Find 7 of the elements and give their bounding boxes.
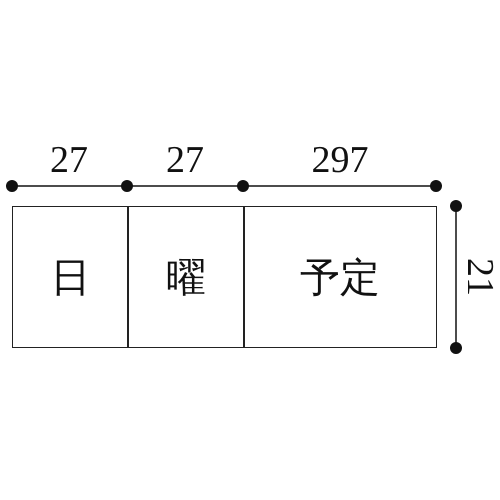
dimension-label: 21 xyxy=(461,258,499,296)
table-cell: 曜 xyxy=(127,206,245,348)
dimension-label: 27 xyxy=(166,141,204,179)
table-cell: 日 xyxy=(12,206,129,348)
table-cell: 予定 xyxy=(243,206,437,348)
dimension-label: 297 xyxy=(312,141,368,179)
dimension-label: 27 xyxy=(50,141,88,179)
